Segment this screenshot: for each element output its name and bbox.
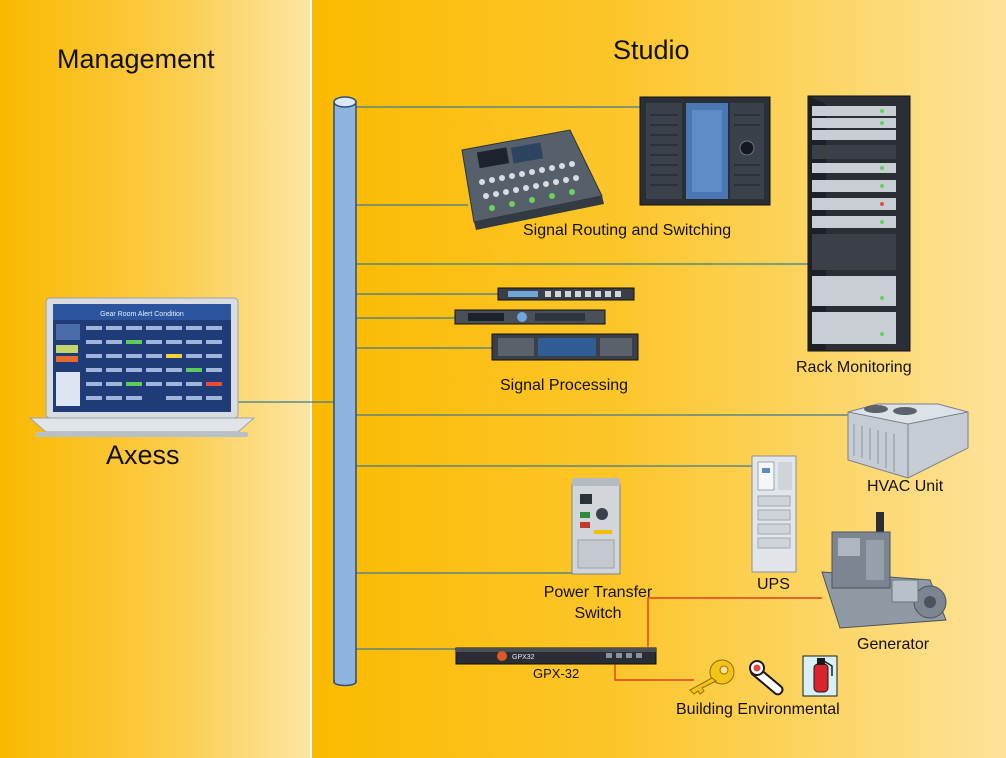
fire-extinguisher-icon	[802, 655, 838, 697]
ups-label: UPS	[757, 576, 790, 593]
transfer-switch-icon	[571, 478, 621, 575]
hvac-label: HVAC Unit	[867, 478, 944, 495]
studio-title: Studio	[613, 35, 690, 65]
gpx-unit-icon: GPX32	[455, 647, 657, 665]
alarm-link-environmental	[614, 660, 694, 681]
transfer-switch-label: Power Transfer Switch	[538, 582, 658, 624]
management-title: Management	[57, 44, 215, 74]
ups-icon	[751, 455, 797, 573]
hvac-unit-icon	[847, 403, 969, 479]
processor-unit-icon	[454, 309, 606, 325]
monitor-icon: Gear Room Alert Condition	[28, 297, 256, 437]
generator-icon	[821, 512, 947, 629]
video-switcher-icon	[461, 129, 604, 230]
alarm-link-generator	[647, 597, 822, 647]
generator-label: Generator	[857, 636, 930, 653]
monitor-title: Gear Room Alert Condition	[100, 311, 184, 318]
alarm-links	[614, 597, 822, 681]
server-rack-icon	[807, 95, 911, 352]
gpx-label: GPX-32	[533, 666, 580, 681]
gpx-brand-label: GPX32	[512, 654, 535, 661]
processor-unit-icon	[491, 333, 639, 361]
rack-label: Rack Monitoring	[796, 359, 912, 376]
transfer-switch-label-line1: Power Transfer	[543, 584, 653, 601]
thermometer-icon	[749, 660, 784, 696]
building-environmental-label: Building Environmental	[676, 701, 840, 718]
transfer-switch-label-line2: Switch	[574, 605, 622, 622]
router-frame-icon	[639, 96, 771, 206]
routing-label: Signal Routing and Switching	[523, 222, 732, 239]
processing-label: Signal Processing	[500, 377, 629, 394]
network-bus	[333, 96, 357, 687]
processor-unit-icon	[497, 287, 635, 301]
key-icon	[689, 659, 735, 695]
axess-label: Axess	[106, 440, 180, 470]
bus-links	[238, 106, 848, 650]
